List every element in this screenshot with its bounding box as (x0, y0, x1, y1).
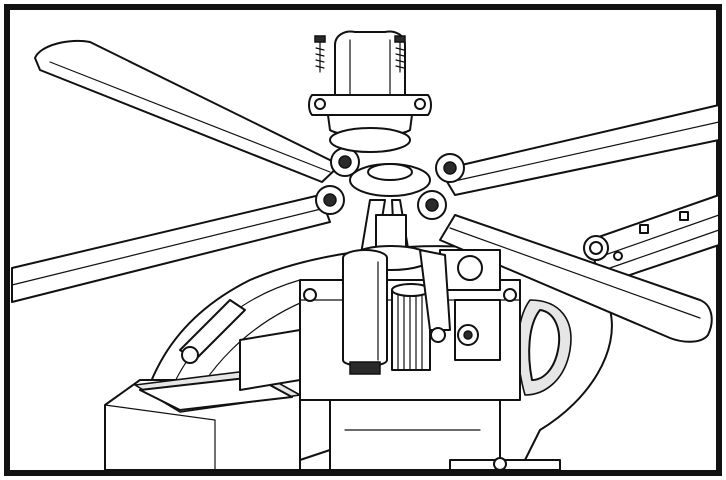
screw-icon (314, 35, 326, 73)
main-gear (329, 399, 501, 471)
rotor-blade-right-back (439, 104, 720, 196)
rotor-blade-right-front (439, 214, 713, 343)
gear-stack (391, 283, 431, 371)
rotor-head-cap (308, 30, 432, 153)
tail-frame (583, 194, 720, 286)
rotor-blade-left-front (11, 194, 331, 303)
skid-linkage (299, 449, 561, 471)
blade-grip (315, 147, 465, 220)
screw-icon (394, 35, 406, 73)
motor (342, 249, 388, 375)
electronics-box (104, 329, 301, 471)
rotor-blade-left-back (34, 39, 341, 183)
canopy-arms (179, 249, 451, 364)
